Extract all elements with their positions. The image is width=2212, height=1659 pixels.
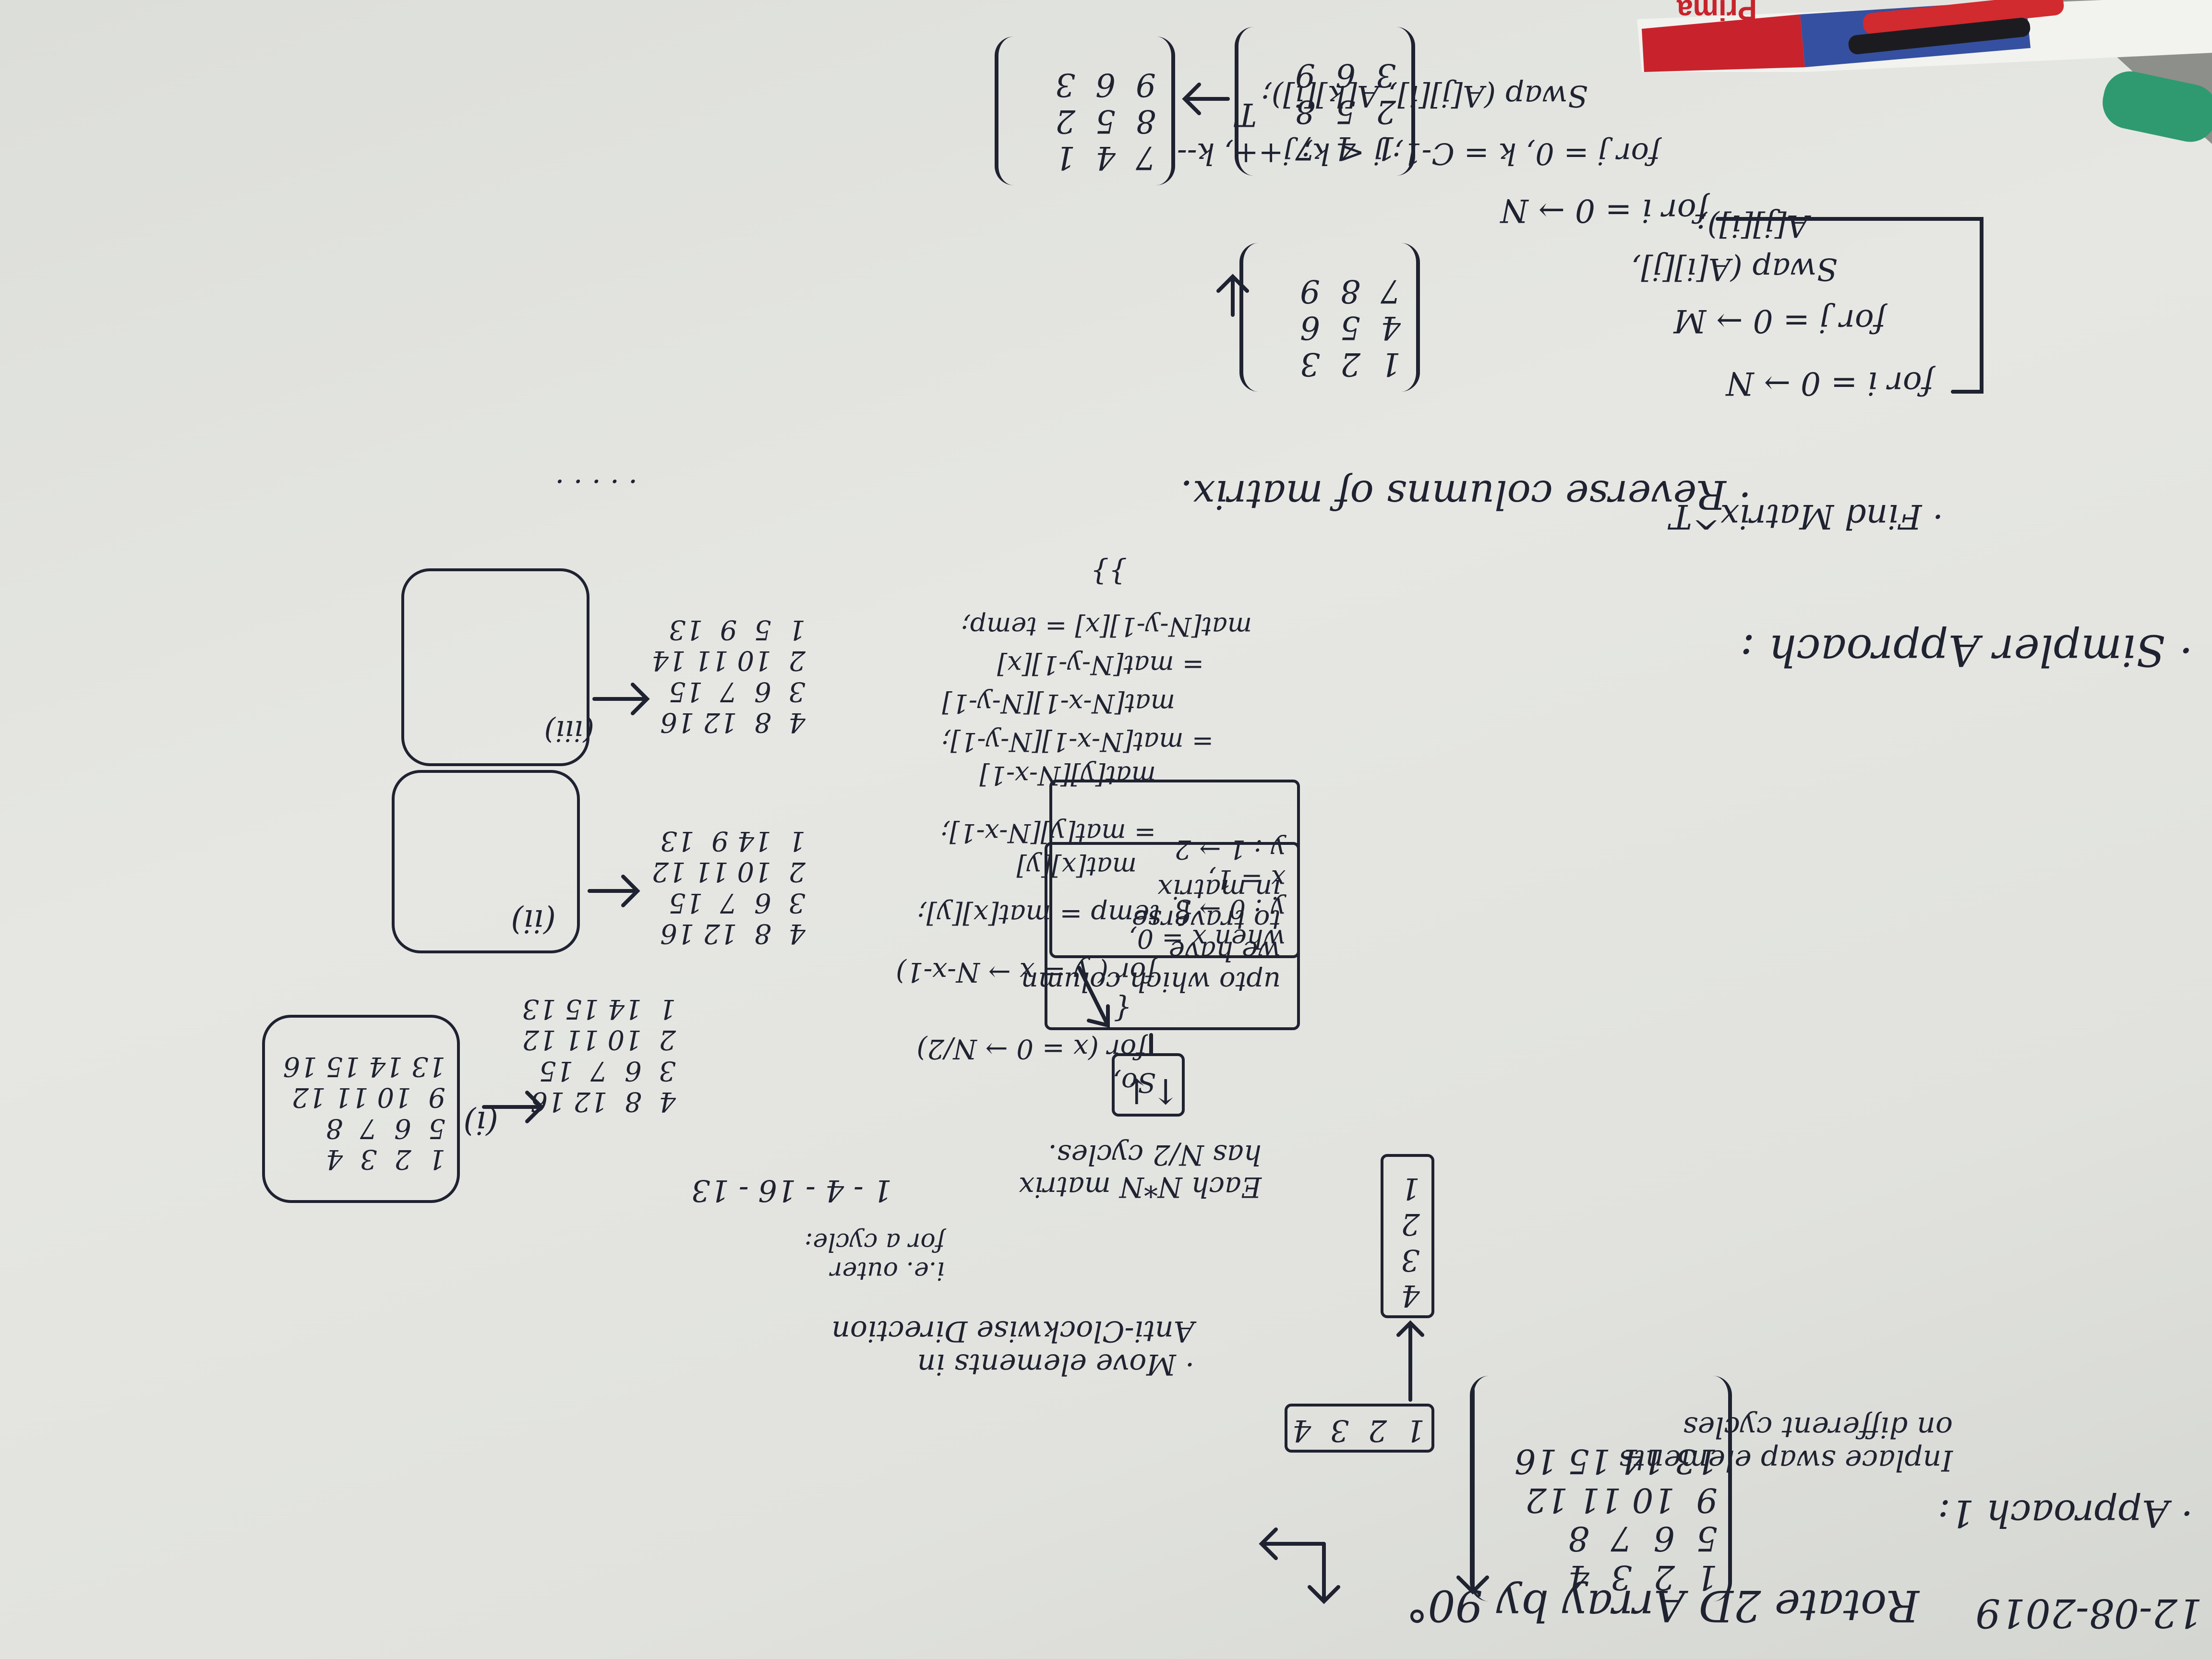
transpose-arrow-icon <box>1216 274 1249 317</box>
simpler-loop-connector-icon <box>1716 217 1984 394</box>
cycle-1-arrow-icon <box>482 1091 544 1123</box>
matrix-up-arrow-icon <box>1456 1388 1489 1595</box>
rotate-arrow-icon <box>1259 1527 1340 1604</box>
cycle-2-arrow-icon <box>588 875 640 907</box>
marker-box-label: Prima <box>1677 0 1757 26</box>
cycle-3-arrow-icon <box>592 683 650 715</box>
result-arrow-icon <box>1182 83 1230 115</box>
upto-arrow-icon <box>1077 966 1110 1028</box>
row-to-column-arrow-icon <box>1396 1320 1424 1402</box>
marker-box: Prima <box>1637 0 2212 72</box>
